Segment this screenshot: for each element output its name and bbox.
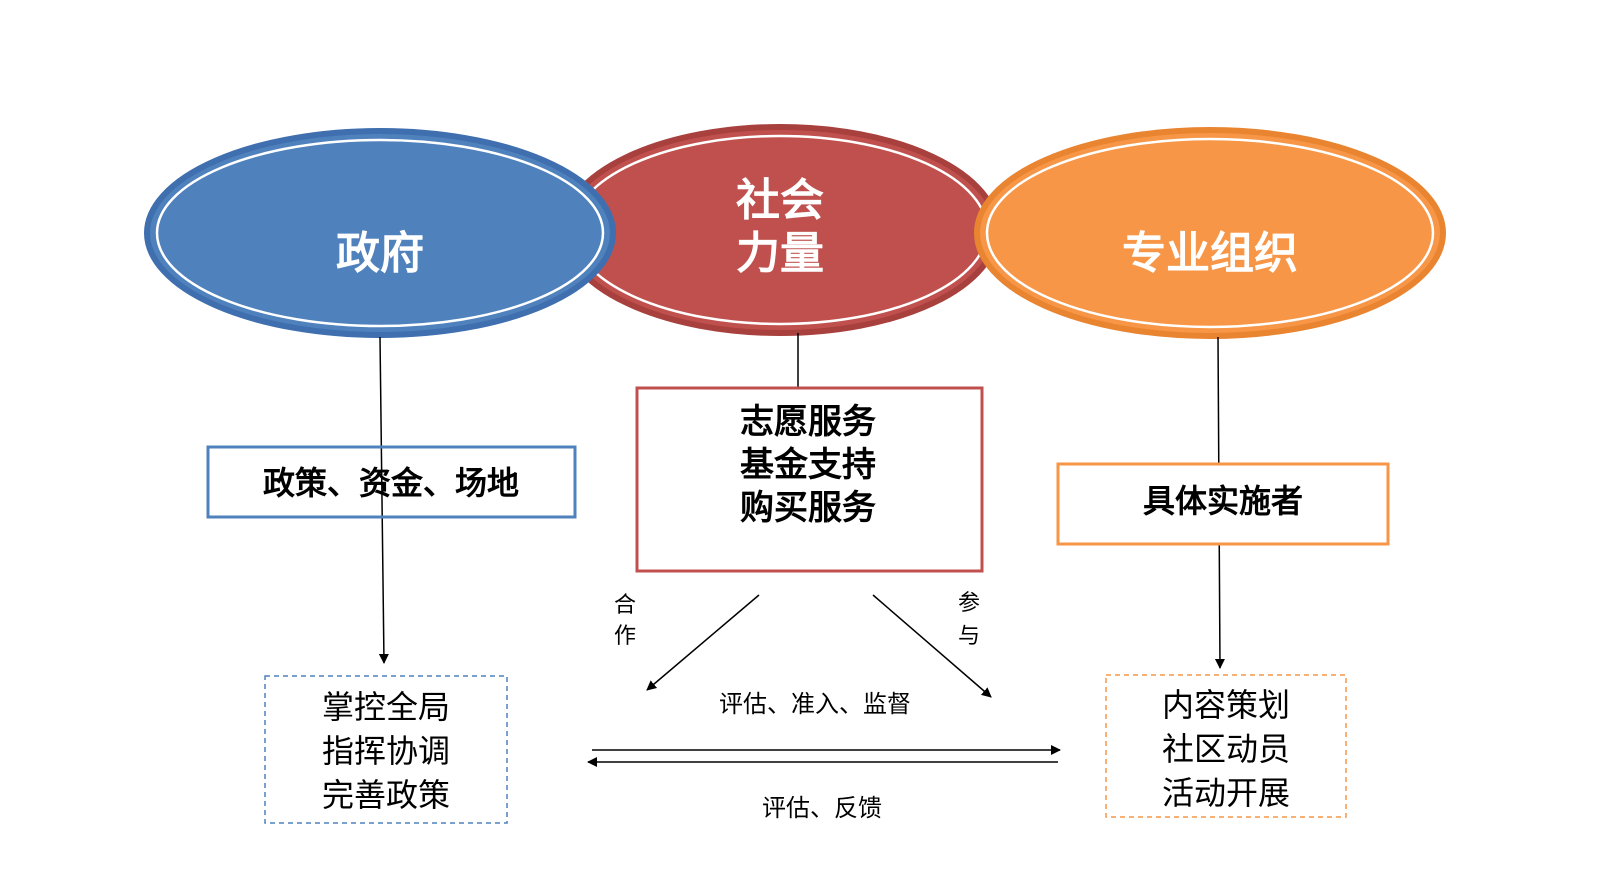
society-roles-box xyxy=(635,386,984,573)
society-roles-line2: 基金支持 xyxy=(740,445,876,485)
cooperate-char2: 作 xyxy=(614,624,636,649)
professional-label: 专业组织 xyxy=(1122,228,1298,279)
government-ellipse xyxy=(144,128,616,338)
society-roles-line3: 购买服务 xyxy=(740,488,876,528)
participate-char1: 参 xyxy=(958,591,980,616)
government-label: 政府 xyxy=(336,228,424,279)
evaluate-top-label: 评估、准入、监督 xyxy=(719,690,911,718)
professional-duties-line3: 活动开展 xyxy=(1162,774,1290,812)
society-roles-line1: 志愿服务 xyxy=(740,402,876,442)
professional-duties-line2: 社区动员 xyxy=(1162,730,1290,768)
professional-duties-line1: 内容策划 xyxy=(1162,686,1290,724)
professional-duties-box xyxy=(1105,674,1347,818)
society-label-line2: 力量 xyxy=(736,228,824,279)
professional-ellipse xyxy=(974,127,1446,339)
professional-role-box xyxy=(1056,462,1390,546)
government-arrow xyxy=(378,336,389,664)
government-resources-text: 政策、资金、场地 xyxy=(263,464,519,502)
participate-arrow xyxy=(872,594,992,698)
government-duties-box xyxy=(264,675,508,824)
participate-char2: 与 xyxy=(958,624,980,649)
professional-role-text: 具体实施者 xyxy=(1143,482,1303,520)
government-duties-line3: 完善政策 xyxy=(322,776,450,814)
evaluate-bottom-label: 评估、反馈 xyxy=(762,794,882,822)
government-resources-box xyxy=(206,445,577,519)
government-duties-line1: 掌控全局 xyxy=(322,688,450,726)
cooperate-arrow xyxy=(646,594,760,691)
government-duties-line2: 指挥协调 xyxy=(322,732,450,770)
society-label-line1: 社会 xyxy=(736,175,824,226)
cooperate-char1: 合 xyxy=(614,593,636,618)
